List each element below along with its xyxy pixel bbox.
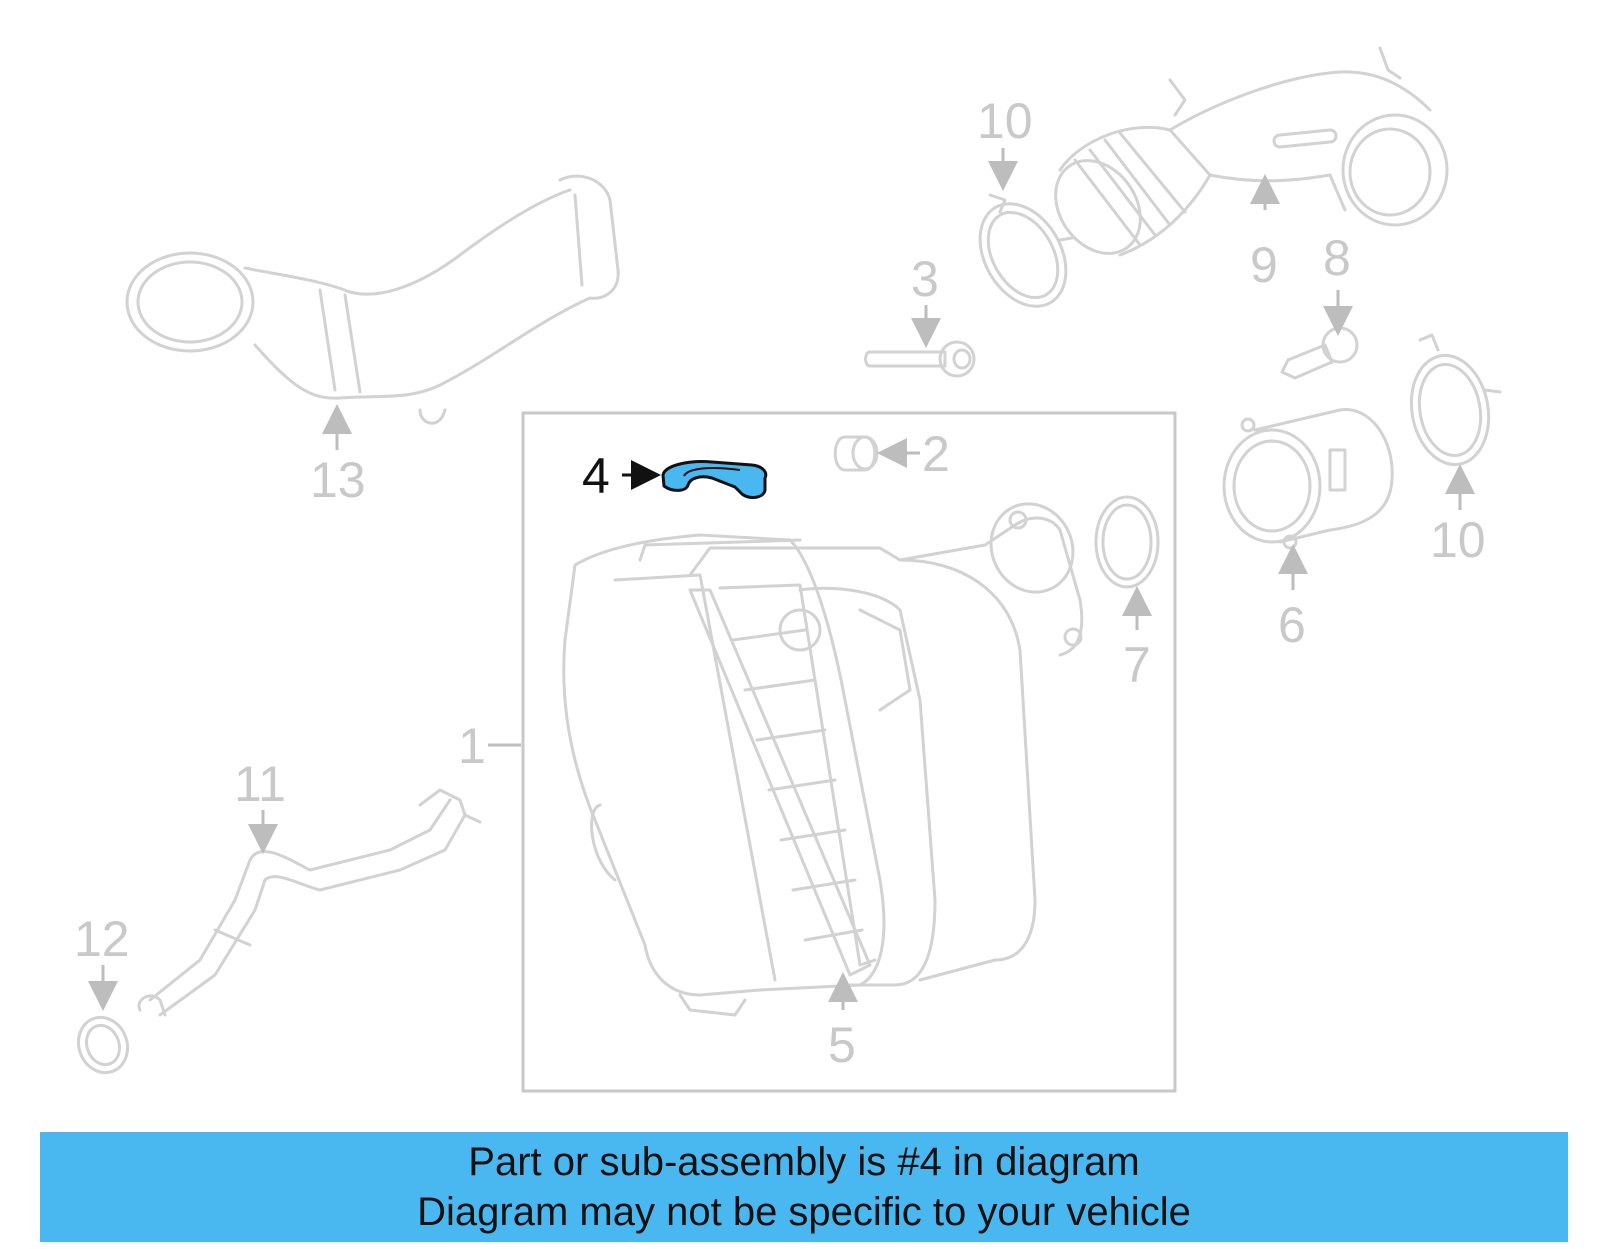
- callout-10-right: 10: [1430, 512, 1486, 568]
- assembly-box: [521, 411, 1177, 1093]
- part-11-breather-hose: [137, 788, 482, 1017]
- callout-13: 13: [310, 452, 366, 508]
- callout-11: 11: [234, 756, 286, 812]
- banner-line-disclaimer: Diagram may not be specific to your vehi…: [417, 1190, 1191, 1234]
- callout-1: 1: [458, 718, 486, 774]
- part-13-intake-duct: [125, 174, 620, 425]
- part-8-screw: [1280, 326, 1359, 380]
- part-7-seal-ring: [1094, 495, 1160, 589]
- callout-6: 6: [1278, 597, 1306, 653]
- callout-3: 3: [911, 251, 939, 307]
- callout-7: 7: [1123, 637, 1151, 693]
- callout-8: 8: [1323, 230, 1351, 286]
- callout-9: 9: [1250, 237, 1278, 293]
- part-12-hose-clamp: [76, 1015, 130, 1075]
- callout-10-top: 10: [977, 93, 1033, 149]
- part-5-filter-element: [688, 583, 877, 977]
- callout-2: 2: [922, 426, 950, 482]
- part-4-highlighted-bracket[interactable]: [661, 460, 768, 499]
- banner-line-part-number: Part or sub-assembly is #4 in diagram: [468, 1140, 1140, 1184]
- part-2-grommet: [833, 435, 879, 472]
- callout-5: 5: [828, 1017, 856, 1073]
- part-10-clamp-right: [1409, 333, 1502, 467]
- part-1-air-cleaner-housing: [562, 502, 1084, 1017]
- part-10-clamp-top: [978, 193, 1074, 308]
- part-9-inlet-hose: [1054, 46, 1449, 257]
- info-banner: Part or sub-assembly is #4 in diagram Di…: [40, 1132, 1568, 1242]
- leader-lines: [88, 148, 1475, 1011]
- callout-12: 12: [74, 911, 130, 967]
- callout-4[interactable]: 4: [582, 448, 610, 504]
- part-3-bolt: [864, 340, 976, 378]
- part-6-maf-sensor: [1222, 408, 1394, 550]
- callout-labels: 1 2 3 4 5 6 7 8 9 10 10 11 12 13: [74, 93, 1486, 1073]
